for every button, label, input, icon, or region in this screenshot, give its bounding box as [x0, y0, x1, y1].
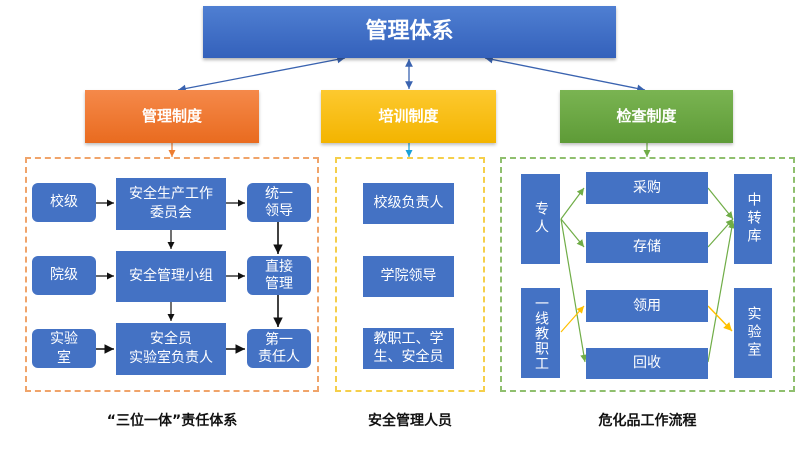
- personnel-container: [335, 157, 485, 392]
- flow-arrow: [560, 305, 585, 333]
- actor-label: 专人: [532, 201, 549, 237]
- body-line: 安全员: [150, 331, 192, 348]
- role-line: 直接: [265, 258, 293, 275]
- personnel-line: 教职工、学: [373, 331, 444, 347]
- actor-frontline-staff: 一线教职工: [521, 288, 560, 378]
- caption-personnel: 安全管理人员: [368, 413, 452, 429]
- personnel-line: 学院领导: [380, 268, 437, 285]
- connector-top-inspection: [484, 55, 646, 93]
- caption-hazmat: 危化品工作流程: [598, 413, 697, 429]
- level-college: 院级: [32, 256, 96, 295]
- body-safety-officer: 安全员 实验室负责人: [116, 323, 226, 375]
- body-safety-committee: 安全生产工作 委员会: [116, 178, 226, 230]
- dest-transfer-warehouse: 中转库: [734, 174, 772, 264]
- step-recycle: 回收: [586, 348, 708, 379]
- dest-laboratory: 实验室: [734, 288, 772, 378]
- actor-label: 一线教职工: [532, 295, 549, 371]
- category-management: 管理制度: [85, 90, 259, 143]
- personnel-school-head: 校级负责人: [363, 183, 454, 224]
- role-line: 第一: [265, 331, 293, 348]
- body-line: 实验室负责人: [129, 350, 213, 366]
- role-direct-management: 直接 管理: [247, 256, 311, 295]
- level-lab-label: 实验室: [50, 330, 78, 366]
- flow-arrow: [707, 305, 733, 332]
- step-collect: 领用: [586, 290, 708, 322]
- role-unified-leadership: 统一 领导: [247, 183, 311, 222]
- role-line: 管理: [265, 275, 293, 292]
- level-lab: 实验室: [32, 329, 96, 368]
- personnel-staff-students: 教职工、学 生、安全员: [363, 328, 454, 369]
- hazmat-container: [500, 157, 795, 392]
- actor-designated-person: 专人: [521, 174, 560, 264]
- management-system-title: 管理体系: [203, 6, 616, 58]
- flow-arrow: [707, 220, 736, 363]
- responsibility-container: [25, 157, 319, 392]
- body-line: 安全生产工作: [129, 186, 213, 203]
- dest-label: 中转库: [745, 192, 762, 246]
- step-storage: 存储: [586, 232, 708, 263]
- flow-arrow: [560, 187, 585, 220]
- role-line: 统一: [265, 185, 293, 202]
- flow-arrow: [560, 218, 588, 363]
- flow-arrow: [707, 187, 734, 220]
- role-line: 领导: [265, 202, 293, 219]
- category-inspection: 检查制度: [560, 90, 733, 143]
- category-training: 培训制度: [321, 90, 496, 143]
- body-line: 安全管理小组: [129, 268, 213, 285]
- role-line: 责任人: [258, 348, 300, 365]
- personnel-line: 校级负责人: [373, 195, 444, 212]
- level-school: 校级: [32, 183, 96, 222]
- personnel-line: 生、安全员: [373, 348, 444, 365]
- dest-label: 实验室: [745, 306, 762, 360]
- step-purchase: 采购: [586, 172, 708, 204]
- caption-responsibility: “三位一体”责任体系: [106, 413, 238, 429]
- flow-arrow: [560, 218, 585, 248]
- role-first-responsible: 第一 责任人: [247, 329, 311, 368]
- body-safety-group: 安全管理小组: [116, 251, 226, 302]
- personnel-college-leader: 学院领导: [363, 256, 454, 297]
- connector-top-management: [177, 55, 346, 93]
- body-line: 委员会: [150, 205, 192, 221]
